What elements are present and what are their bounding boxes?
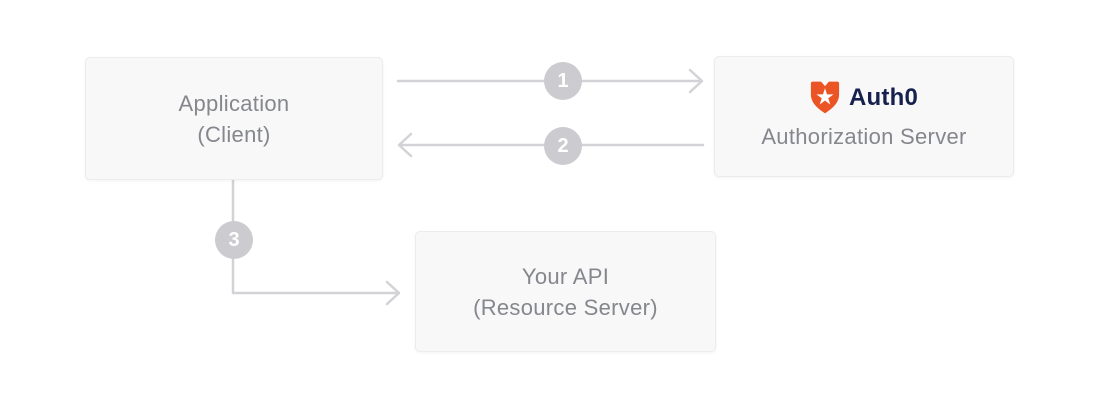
step-badge-1: 1 (544, 62, 582, 100)
api-label-line2: (Resource Server) (473, 294, 658, 320)
node-application-client: Application (Client) (85, 57, 383, 180)
application-label-line1: Application (178, 90, 290, 116)
auth0-brand: Auth0 (810, 81, 918, 114)
step-badge-2: 2 (544, 127, 582, 165)
authorization-server-label: Authorization Server (761, 124, 967, 149)
auth0-wordmark: Auth0 (849, 83, 918, 111)
arrow-step-3 (231, 179, 401, 306)
api-label-line1: Your API (521, 263, 610, 289)
node-your-api: Your API (Resource Server) (415, 231, 716, 352)
application-label-line2: (Client) (197, 121, 271, 147)
node-authorization-server: Auth0 Authorization Server (714, 56, 1014, 177)
auth0-shield-icon (810, 81, 840, 114)
step-badge-3: 3 (215, 221, 253, 259)
